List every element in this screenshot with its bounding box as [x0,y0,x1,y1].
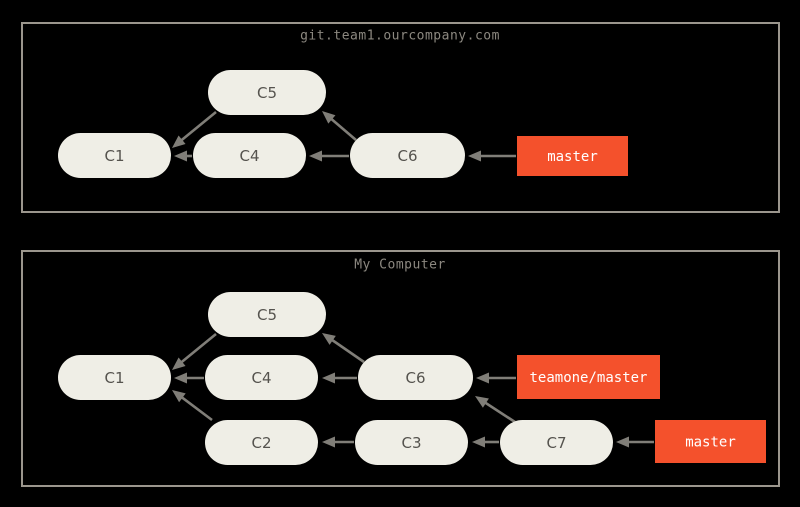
branch-box-teamone-master[interactable]: teamone/master [517,355,660,399]
edge-shaft [179,332,217,365]
arrowhead-icon [322,436,335,448]
arrowhead-icon [322,333,336,345]
arrowhead-icon [475,396,489,408]
panel-title-my-computer: My Computer [354,258,446,273]
commit-node-c7: C7 [500,420,613,465]
commit-node-c4: C4 [205,355,318,400]
commit-shape-c6 [358,355,473,400]
commit-shape-c5 [208,292,326,337]
edge-master-to-c6 [468,150,516,162]
commit-shape-c3 [355,420,468,465]
edge-c6-to-c4 [309,150,349,162]
edge-c6-to-c4 [322,372,357,384]
arrowhead-icon [472,436,485,448]
branch-box-master[interactable]: master [655,420,766,463]
branch-shape-master[interactable] [517,136,628,176]
commit-shape-c4 [193,133,306,178]
arrowhead-icon [322,111,336,124]
commit-node-c5: C5 [208,70,326,115]
edge-c5-to-c1 [172,110,217,148]
branch-shape-teamone-master[interactable] [517,355,660,399]
commit-label-c7: C7 [546,434,566,452]
commit-label-c5: C5 [257,84,277,102]
commit-node-c3: C3 [355,420,468,465]
edge-master-to-c7 [616,436,654,448]
commit-shape-c6 [350,133,465,178]
commit-label-c1: C1 [104,147,124,165]
edge-shaft [329,117,357,141]
edge-shaft [483,400,519,426]
arrowhead-icon [172,390,186,403]
arrowhead-icon [476,372,489,384]
commit-node-c4: C4 [193,133,306,178]
commit-node-c2: C2 [205,420,318,465]
commit-node-c5: C5 [208,292,326,337]
commit-shape-c2 [205,420,318,465]
commit-label-c4: C4 [239,147,259,165]
edge-shaft [180,395,213,422]
commit-node-c1: C1 [58,133,171,178]
edge-c4-to-c1 [174,150,192,162]
branch-box-master[interactable]: master [517,136,628,176]
edge-c7-to-c3 [472,436,499,448]
commit-shape-c1 [58,355,171,400]
edge-shaft [179,110,217,143]
arrowhead-icon [174,372,187,384]
edge-c6-to-c5 [322,111,357,141]
commit-node-c1: C1 [58,355,171,400]
arrowhead-icon [172,135,186,148]
panel-title-remote-server: git.team1.ourcompany.com [300,29,500,44]
commit-label-c5: C5 [257,306,277,324]
panel-border-my-computer [21,250,780,487]
commit-label-c6: C6 [397,147,417,165]
branch-shape-master[interactable] [655,420,766,463]
commit-node-c6: C6 [350,133,465,178]
commit-shape-c5 [208,70,326,115]
arrowhead-icon [322,372,335,384]
branch-label-master: master [547,149,598,165]
commit-shape-c7 [500,420,613,465]
panel-border-remote-server [21,22,780,213]
edge-c7-to-c6 [475,396,519,426]
arrowhead-icon [309,150,322,162]
commit-label-c1: C1 [104,369,124,387]
branch-label-teamone-master: teamone/master [529,370,647,386]
arrowhead-icon [616,436,629,448]
edge-c6-to-c5 [322,333,365,364]
edge-shaft [330,338,365,364]
edge-c4-to-c1 [174,372,204,384]
commit-label-c6: C6 [405,369,425,387]
edge-teamone-master-to-c6 [476,372,516,384]
commit-label-c2: C2 [251,434,271,452]
arrowhead-icon [468,150,481,162]
edge-c2-to-c1 [172,390,213,422]
commit-node-c6: C6 [358,355,473,400]
commit-shape-c1 [58,133,171,178]
edge-c3-to-c2 [322,436,354,448]
commit-label-c4: C4 [251,369,271,387]
commit-label-c3: C3 [401,434,421,452]
branch-label-master: master [685,435,736,451]
commit-shape-c4 [205,355,318,400]
arrowhead-icon [172,357,186,370]
edge-c5-to-c1 [172,332,217,370]
arrowhead-icon [174,150,187,162]
